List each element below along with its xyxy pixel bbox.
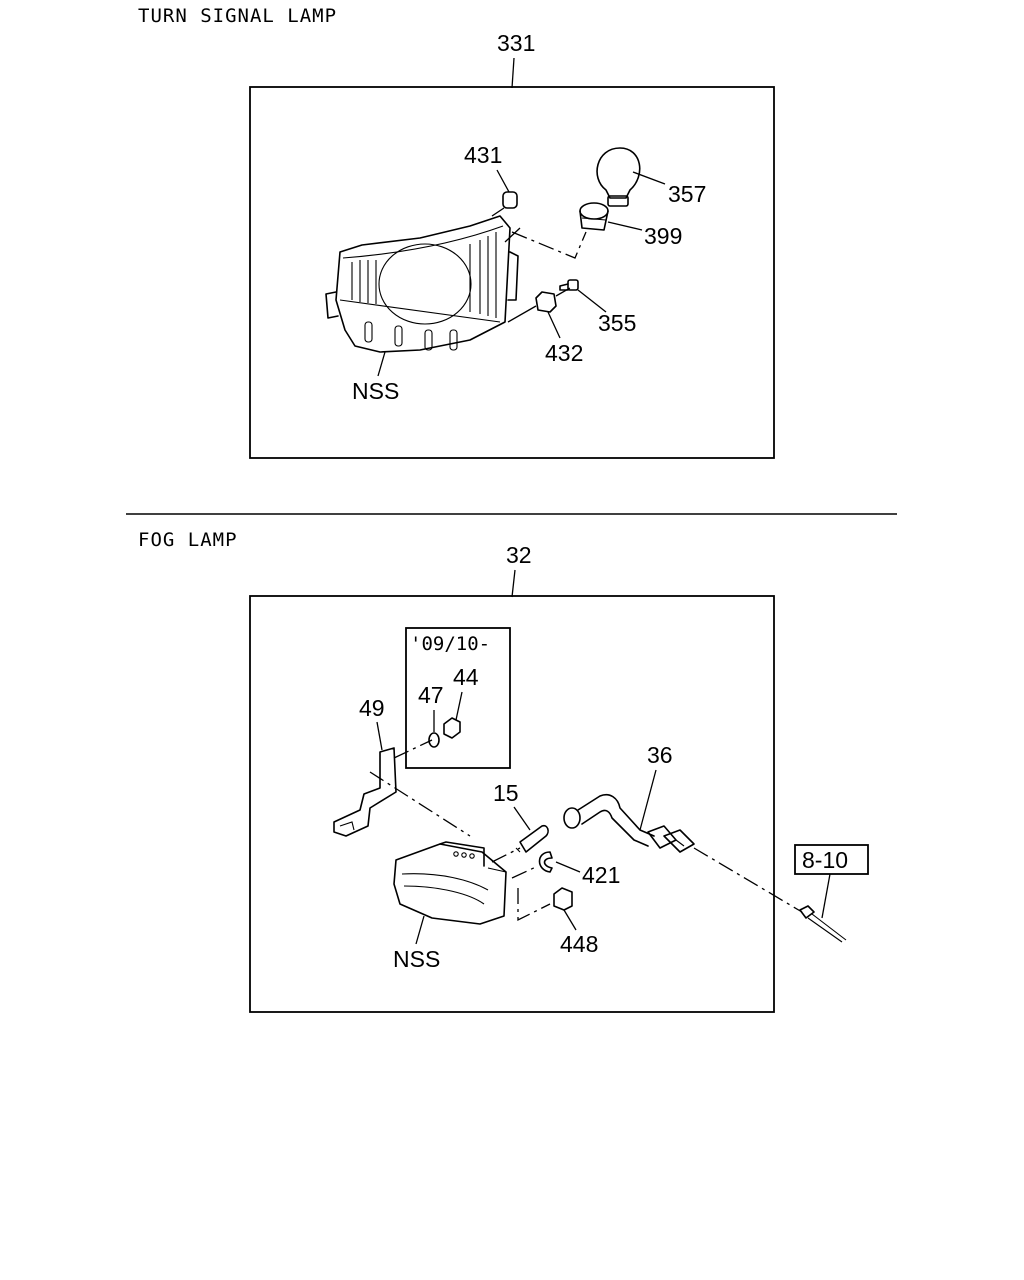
turn-signal-section: TURN SIGNAL LAMP 331 [138,5,775,459]
callout-36[interactable]: 36 [647,742,673,768]
turn-signal-lamp-body[interactable] [325,215,519,353]
part-8-10-connector[interactable] [799,905,847,943]
callout-44[interactable]: 44 [453,664,479,690]
leader-431 [496,169,510,193]
leader-448 [563,909,577,931]
fog-lamp-frame [249,595,775,1013]
dash-harness-connector [693,847,803,913]
leader-399 [607,221,643,231]
date-note: '09/10- [410,633,490,655]
leader-nss-turn [377,351,386,377]
part-355-screw[interactable] [559,279,579,291]
part-47-washer[interactable] [428,732,440,748]
fog-lamp-section: FOG LAMP 32 '09/10- 47 44 49 [138,529,869,1013]
dash-432 [555,287,571,297]
callout-47[interactable]: 47 [418,682,444,708]
date-note-box [405,627,511,769]
part-15-bulb[interactable] [515,824,549,853]
reference-8-10[interactable]: 8-10 [802,847,848,873]
part-357-bulb[interactable] [596,147,641,207]
dash-49-lamp [369,771,471,837]
dash-399-socket [511,231,587,259]
leader-49 [376,721,383,751]
part-36-harness[interactable] [563,793,695,853]
dash-49-47 [393,739,433,759]
section-title-fog-lamp: FOG LAMP [138,529,238,551]
callout-431[interactable]: 431 [464,142,502,168]
fog-lamp-body[interactable] [393,841,507,925]
leader-432 [547,311,561,339]
leader-15 [513,806,531,831]
part-49-bracket[interactable] [333,747,397,837]
leader-nss-fog [415,915,425,945]
callout-nss-fog[interactable]: NSS [393,946,440,972]
turn-signal-frame [249,86,775,459]
section-title-turn-signal: TURN SIGNAL LAMP [138,5,337,27]
lamp-tab [504,227,521,243]
part-399-socket[interactable] [579,202,609,231]
callout-355[interactable]: 355 [598,310,636,336]
dash-448 [517,888,551,922]
leader-421 [555,861,581,873]
callout-32[interactable]: 32 [506,542,532,568]
reference-box [794,844,869,875]
callout-357[interactable]: 357 [668,181,706,207]
part-431-clip[interactable] [491,191,518,217]
part-421-clip[interactable] [538,851,553,873]
callout-49[interactable]: 49 [359,695,385,721]
leader-331 [511,57,515,89]
callout-15[interactable]: 15 [493,780,519,806]
leader-355 [577,289,607,313]
callout-421[interactable]: 421 [582,862,620,888]
leader-44 [455,691,463,721]
leader-357 [632,171,666,185]
leader-8-10 [821,873,831,919]
part-44-nut[interactable] [443,717,461,739]
callout-448[interactable]: 448 [560,931,598,957]
callout-331[interactable]: 331 [497,30,535,56]
part-448-nut[interactable] [553,887,573,911]
leader-36 [639,769,657,831]
leader-32 [511,569,516,598]
part-432-nut[interactable] [507,291,557,323]
callout-432[interactable]: 432 [545,340,583,366]
callout-399[interactable]: 399 [644,223,682,249]
dash-15 [491,847,521,863]
dash-421 [511,865,539,879]
callout-nss-turn[interactable]: NSS [352,378,399,404]
